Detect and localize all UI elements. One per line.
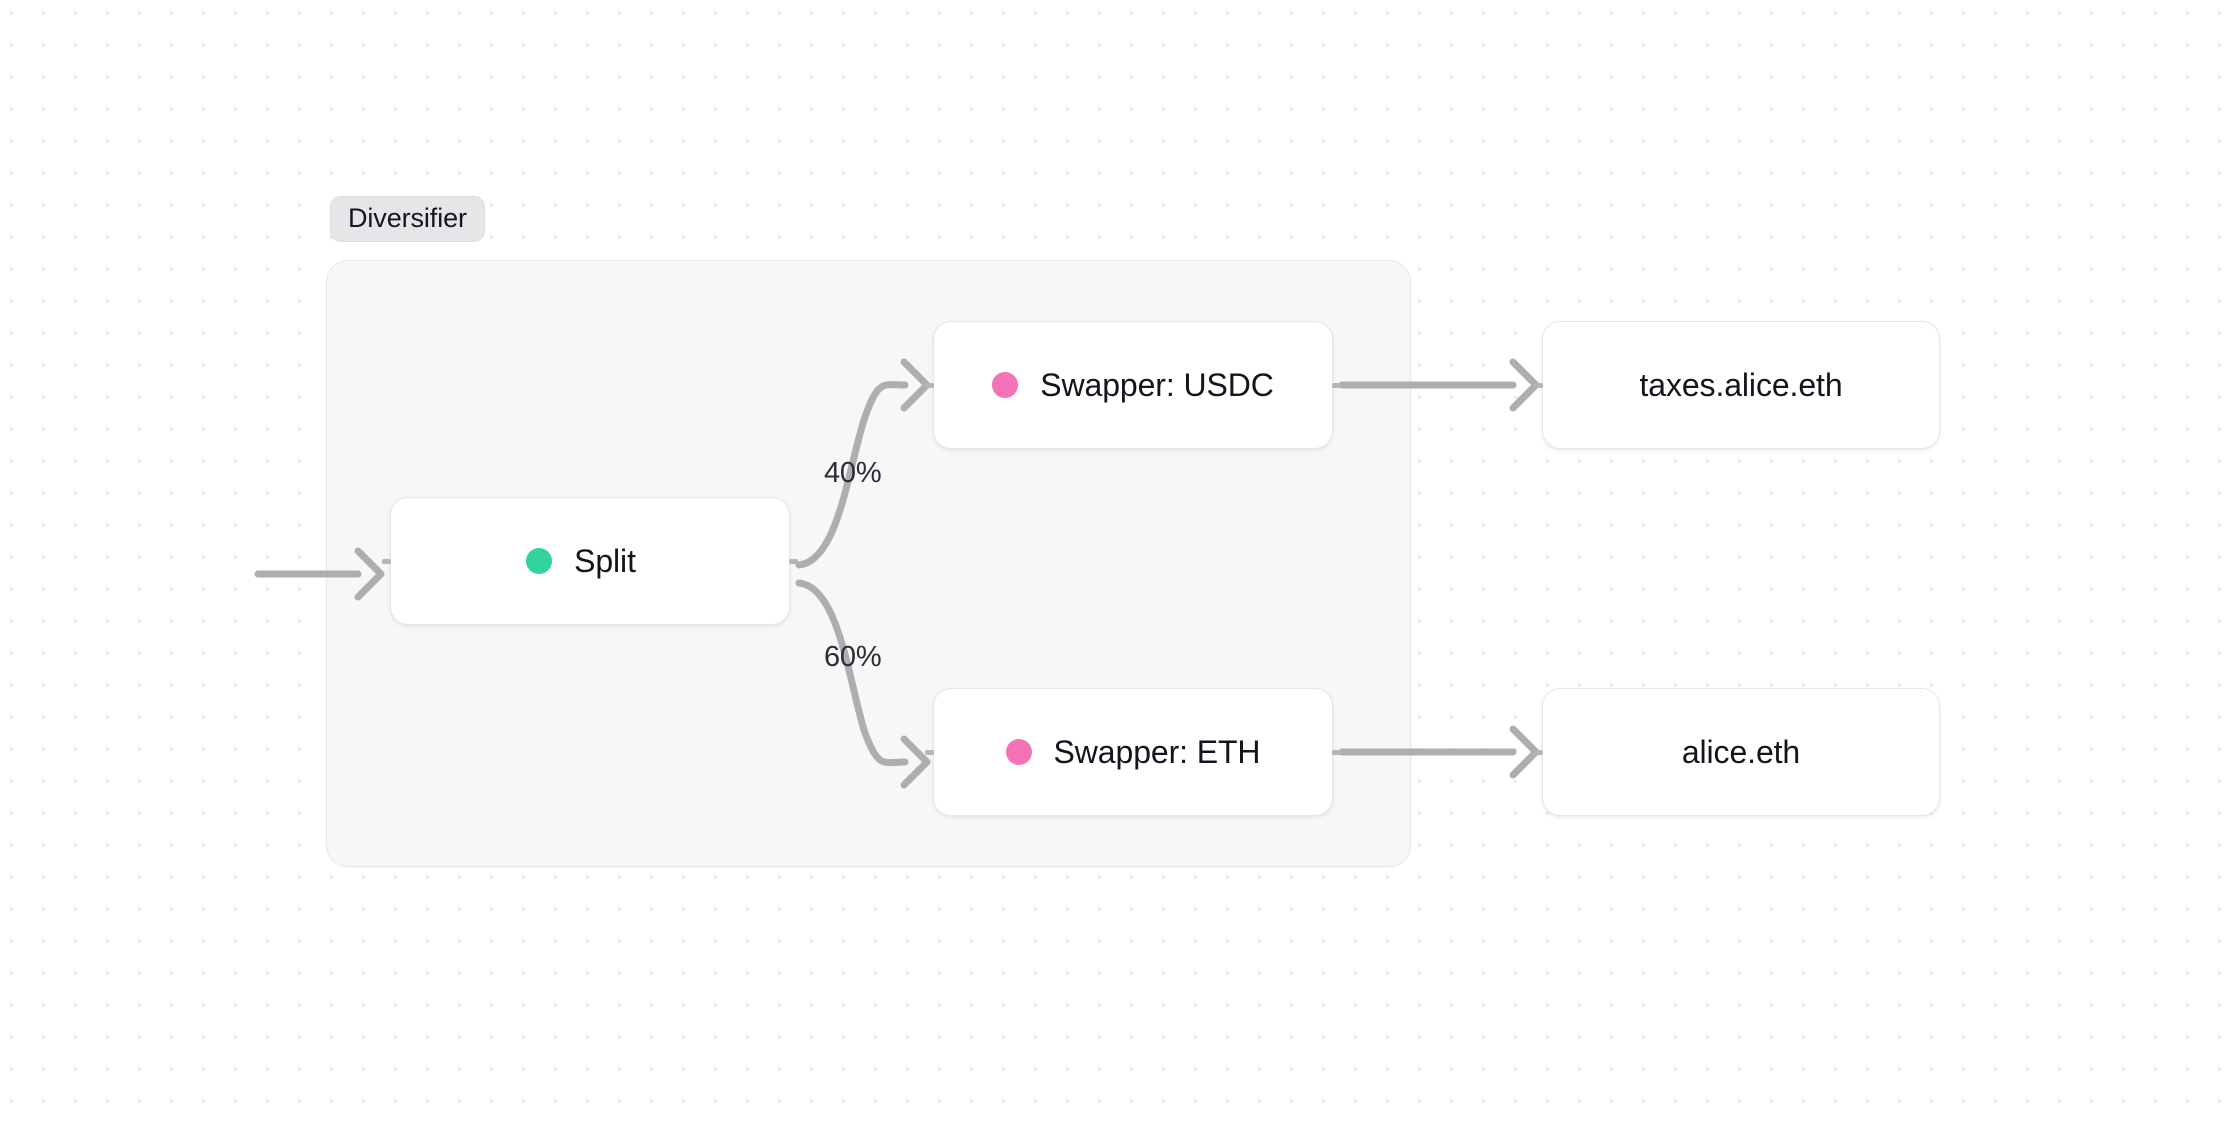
node-swapper-usdc[interactable]: Swapper: USDC bbox=[925, 321, 1341, 449]
handle-source-right[interactable] bbox=[1332, 749, 1341, 755]
node-alice-eth-content: alice.eth bbox=[1543, 689, 1939, 815]
handle-target-left[interactable] bbox=[1534, 749, 1543, 755]
handle-source-right[interactable] bbox=[789, 558, 798, 564]
node-taxes-alice-eth-label: taxes.alice.eth bbox=[1639, 367, 1843, 403]
status-dot-pink-icon bbox=[992, 372, 1019, 398]
edge-label-lower-percent: 60% bbox=[824, 641, 882, 673]
status-dot-pink-icon bbox=[1005, 739, 1032, 765]
handle-source-right[interactable] bbox=[1332, 382, 1341, 388]
status-dot-green-icon bbox=[526, 548, 553, 574]
node-split-content: Split bbox=[391, 498, 789, 624]
node-swapper-usdc-content: Swapper: USDC bbox=[934, 322, 1332, 448]
handle-target-left[interactable] bbox=[382, 558, 391, 564]
node-alice-eth[interactable]: alice.eth bbox=[1534, 688, 1940, 816]
node-taxes-alice-eth[interactable]: taxes.alice.eth bbox=[1534, 321, 1940, 449]
handle-target-left[interactable] bbox=[1534, 382, 1543, 388]
node-alice-eth-label: alice.eth bbox=[1681, 734, 1801, 770]
group-label-diversifier[interactable]: Diversifier bbox=[330, 196, 485, 242]
node-taxes-alice-eth-content: taxes.alice.eth bbox=[1543, 322, 1939, 448]
node-swapper-eth-label: Swapper: ETH bbox=[1053, 734, 1261, 770]
handle-target-left[interactable] bbox=[925, 749, 934, 755]
edge-label-upper-percent: 40% bbox=[824, 457, 882, 489]
node-swapper-usdc-label: Swapper: USDC bbox=[1040, 367, 1274, 403]
node-split[interactable]: Split bbox=[382, 497, 798, 625]
node-split-label: Split bbox=[574, 543, 636, 579]
handle-target-left[interactable] bbox=[925, 382, 934, 388]
node-swapper-eth-content: Swapper: ETH bbox=[934, 689, 1332, 815]
node-swapper-eth[interactable]: Swapper: ETH bbox=[925, 688, 1341, 816]
